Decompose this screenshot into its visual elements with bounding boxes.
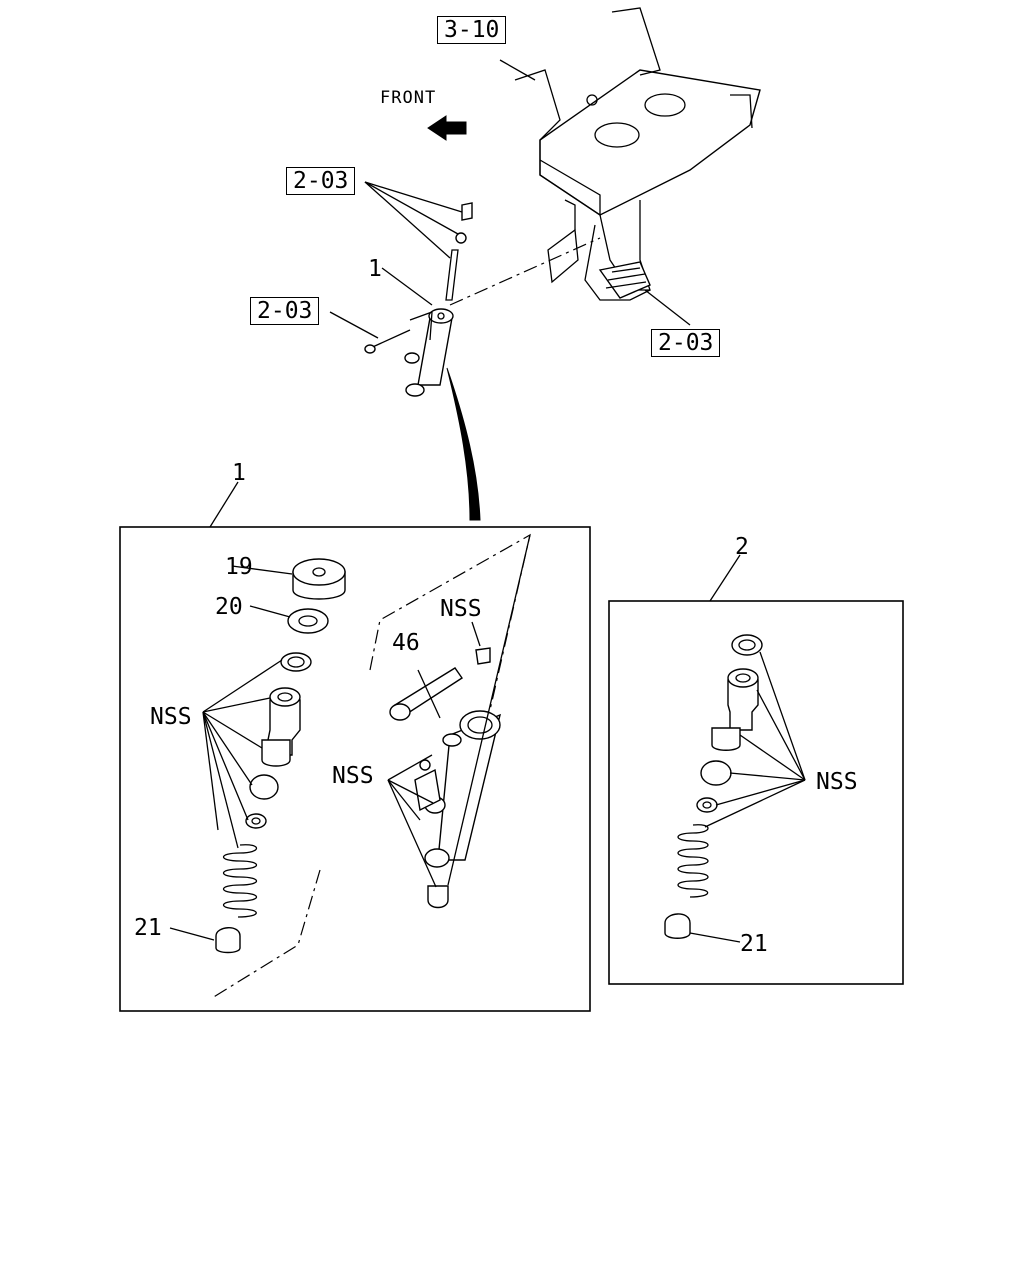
callout-46: 46 (392, 630, 420, 656)
callout-21-right: 21 (740, 931, 768, 957)
callout-nss-left: NSS (150, 704, 192, 730)
pedal-bracket (514, 7, 761, 301)
callout-21-left: 21 (134, 915, 162, 941)
callout-nss-mid: NSS (332, 763, 374, 789)
master-cylinder-upper (364, 202, 473, 397)
upper-leader-lines (329, 59, 691, 339)
callout-item-1-top: 1 (368, 256, 382, 282)
front-arrow (427, 115, 467, 141)
ref-2-03-left: 2-03 (250, 297, 320, 325)
ref-2-03-top: 2-03 (286, 167, 356, 195)
callout-nss-top: NSS (440, 596, 482, 622)
callout-box-1: 1 (232, 460, 246, 486)
front-label: FRONT (380, 88, 437, 108)
detail-box-2 (608, 554, 904, 985)
callout-box-2: 2 (735, 534, 749, 560)
callout-19: 19 (225, 554, 253, 580)
ref-2-03-right: 2-03 (651, 329, 721, 357)
callout-nss-right: NSS (816, 769, 858, 795)
callout-20: 20 (215, 594, 243, 620)
detail-box-1 (119, 481, 591, 1012)
detail-pointer (446, 367, 481, 521)
ref-3-10: 3-10 (437, 16, 507, 44)
